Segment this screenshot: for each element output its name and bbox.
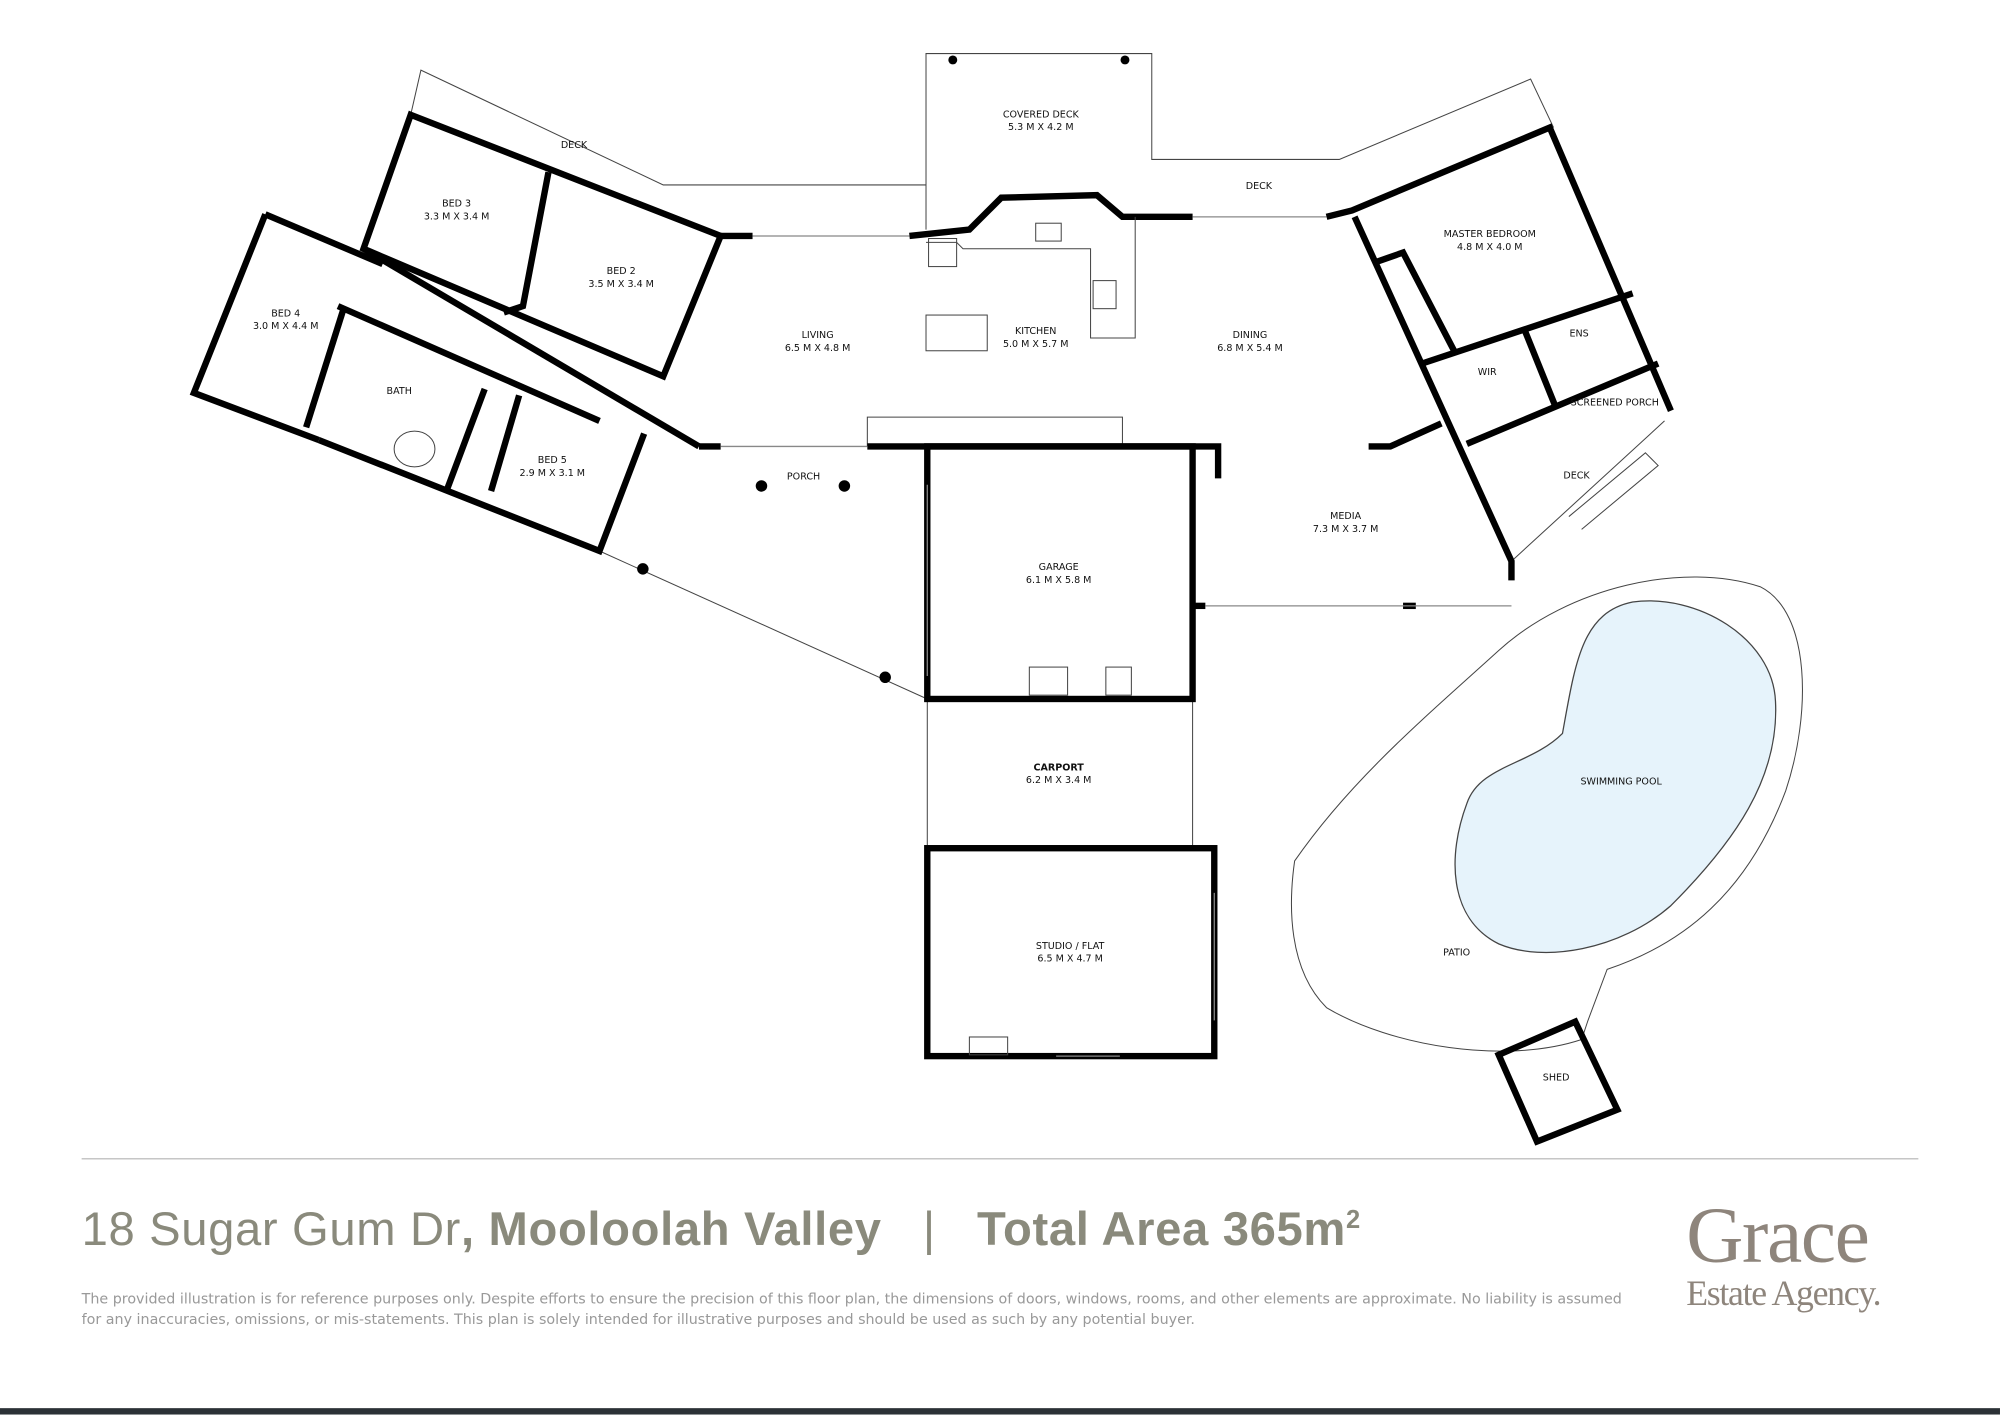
room-label-covered-deck: COVERED DECK: [1003, 109, 1080, 120]
room-label-studio-flat: STUDIO / FLAT: [1036, 941, 1105, 952]
total-area-label: Total Area 365m: [977, 1202, 1346, 1256]
room-label-living: LIVING: [802, 330, 834, 341]
room-label-wir: WIR: [1478, 367, 1497, 378]
room-label-garage: GARAGE: [1039, 562, 1079, 573]
room-label-dining: DINING: [1233, 330, 1268, 341]
room-label-bath: BATH: [387, 386, 412, 397]
room-dims-carport: 6.2 M X 3.4 M: [1026, 775, 1092, 786]
room-dims-bed-2: 3.5 M X 3.4 M: [588, 279, 654, 290]
room-dims-studio-flat: 6.5 M X 4.7 M: [1037, 954, 1103, 965]
swimming-pool: [1454, 600, 1777, 954]
room-label-screened-porch: SCREENED PORCH: [1571, 398, 1659, 409]
patio-outline: [1290, 576, 1803, 1052]
logo-line1: Grace: [1686, 1192, 1870, 1280]
room-dims-bed-3: 3.3 M X 3.4 M: [424, 211, 490, 222]
grace-estate-agency-logo: Grace Estate Agency.: [1686, 1196, 1916, 1313]
footer-divider: [81, 1158, 1919, 1160]
property-title: 18 Sugar Gum Dr, Mooloolah Valley | Tota…: [82, 1203, 1361, 1257]
kitchen-fixtures: [393, 216, 1136, 1056]
room-label-master-bedroom: MASTER BEDROOM: [1444, 229, 1536, 240]
room-dims-dining: 6.8 M X 5.4 M: [1217, 343, 1283, 354]
room-label-swimming-pool: SWIMMING POOL: [1581, 776, 1663, 787]
room-label-bed-5: BED 5: [538, 455, 567, 466]
posts: [637, 55, 1130, 684]
room-label-carport: CARPORT: [1034, 762, 1085, 773]
room-dims-kitchen: 5.0 M X 5.7 M: [1003, 339, 1069, 350]
room-label-deck: DECK: [561, 140, 588, 151]
bottom-bar: [0, 1408, 2000, 1415]
room-dims-bed-4: 3.0 M X 4.4 M: [253, 321, 319, 332]
room-label-bed-3: BED 3: [442, 199, 471, 210]
room-dims-master-bedroom: 4.8 M X 4.0 M: [1457, 242, 1523, 253]
address-street: 18 Sugar Gum Dr: [81, 1202, 462, 1256]
disclaimer: The provided illustration is for referen…: [81, 1290, 1622, 1328]
room-dims-covered-deck: 5.3 M X 4.2 M: [1008, 122, 1074, 133]
room-dims-media: 7.3 M X 3.7 M: [1313, 524, 1379, 535]
windows: [720, 216, 1512, 1057]
floor-plan: COVERED DECK 5.3 M X 4.2 M DECK BED 33.3 M …: [189, 53, 1803, 1146]
room-label-patio: PATIO: [1443, 947, 1470, 958]
total-area-sup: 2: [1345, 1206, 1361, 1235]
deck-outlines: [410, 53, 1665, 849]
shed: [1494, 1017, 1622, 1146]
logo-line2: Estate Agency.: [1686, 1274, 1881, 1314]
title-separator: |: [922, 1202, 936, 1256]
address-suburb: , Mooloolah Valley: [461, 1202, 882, 1256]
room-label-ens: ENS: [1569, 329, 1588, 340]
room-label-deck: DECK: [1246, 181, 1273, 192]
room-label-media: MEDIA: [1330, 511, 1361, 522]
room-dims-living: 6.5 M X 4.8 M: [785, 343, 851, 354]
room-label-porch: PORCH: [787, 472, 820, 483]
walls: [189, 110, 1674, 1060]
room-dims-bed-5: 2.9 M X 3.1 M: [520, 468, 586, 479]
room-label-bed-2: BED 2: [607, 266, 636, 277]
room-label-kitchen: KITCHEN: [1015, 326, 1056, 337]
total-area: Total Area 365m2: [977, 1203, 1361, 1255]
room-dims-garage: 6.1 M X 5.8 M: [1026, 575, 1092, 586]
room-label-shed: SHED: [1543, 1072, 1570, 1083]
room-labels: COVERED DECK 5.3 M X 4.2 M DECK BED 33.3 M …: [253, 109, 1663, 1083]
room-label-bed-4: BED 4: [271, 308, 300, 319]
room-label-deck: DECK: [1563, 470, 1590, 481]
